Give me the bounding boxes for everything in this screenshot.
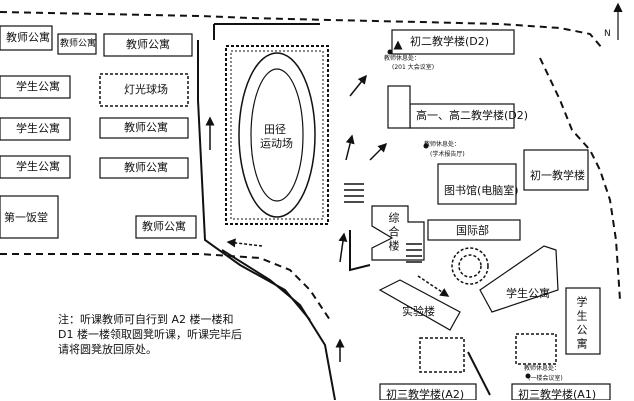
bldg-grade7-wing xyxy=(523,149,589,191)
bldg-d2-senior xyxy=(409,103,515,129)
arrow-3 xyxy=(349,74,367,97)
label-student-apt-2: 学生公寓 xyxy=(16,122,60,135)
bldg-teacher-apt-4 xyxy=(99,157,189,179)
bldg-international xyxy=(427,219,521,241)
bldg-teacher-apt-small xyxy=(57,33,97,55)
label-d2-senior: 高一、高二教学楼(D2) xyxy=(416,109,529,122)
label-international: 国际部 xyxy=(456,224,489,237)
road-line-b xyxy=(221,249,336,400)
label-light-court: 灯光球场 xyxy=(124,83,168,96)
bldg-student-apt-2 xyxy=(0,117,71,141)
bldg-student-apt-4 xyxy=(479,245,559,313)
bldg-d2-grade8 xyxy=(391,29,515,55)
arrow-5 xyxy=(369,142,388,161)
label-student-apt-3: 学生公寓 xyxy=(16,160,60,173)
sports-track xyxy=(225,45,329,225)
bldg-teacher-apt-1 xyxy=(0,25,53,51)
bldg-student-apt-1 xyxy=(0,75,71,99)
rest-point-2-room: (学术报告厅) xyxy=(430,151,465,158)
road-line-c xyxy=(349,230,371,272)
fountain xyxy=(451,247,489,285)
label-teacher-apt-2: 教师公寓 xyxy=(126,38,170,51)
dashed-court-2 xyxy=(515,333,557,365)
bldg-grade9-a2 xyxy=(379,383,477,400)
label-grade7: 初一教学楼 xyxy=(530,169,585,182)
arrow-4 xyxy=(345,134,355,161)
label-a1: 初三教学楼(A1) xyxy=(518,388,597,401)
bldg-teacher-apt-3 xyxy=(99,117,189,139)
bldg-lab xyxy=(378,279,461,331)
label-teacher-apt-4: 教师公寓 xyxy=(124,161,168,174)
rest-point-3-room: (一楼会议室) xyxy=(528,375,563,382)
bldg-comprehensive xyxy=(371,205,425,261)
rest-point-1-title: 教师休息处： xyxy=(384,55,421,62)
road-line-e xyxy=(213,23,320,40)
label-lab: 实验楼 xyxy=(402,305,435,318)
label-student-apt-vertical: 学生公寓 xyxy=(575,296,588,352)
label-comprehensive: 综合楼 xyxy=(387,212,400,254)
rest-point-1-room: (201 大会议室) xyxy=(392,64,435,71)
label-track-line1: 田径 xyxy=(264,123,286,136)
arrow-6 xyxy=(338,232,348,263)
bldg-d2-wing xyxy=(387,85,411,129)
label-student-apt-4: 学生公寓 xyxy=(506,287,550,300)
bldg-a1 xyxy=(511,383,611,400)
campus-boundary-top xyxy=(0,11,603,49)
label-track-line2: 运动场 xyxy=(260,137,293,150)
arrow-2 xyxy=(226,238,263,248)
compass-icon xyxy=(613,2,623,40)
label-teacher-apt-3: 教师公寓 xyxy=(124,121,168,134)
bldg-student-apt-vertical xyxy=(565,287,601,355)
label-library: 图书馆(电脑室) xyxy=(444,184,519,197)
label-d2-grade8: 初二教学楼(D2) xyxy=(410,35,490,48)
bldg-library xyxy=(437,163,517,205)
label-teacher-apt-1: 教师公寓 xyxy=(6,31,50,44)
bldg-teacher-apt-2 xyxy=(103,33,193,57)
label-grade9-a2: 初三教学楼(A2) xyxy=(386,388,465,401)
label-student-apt-1: 学生公寓 xyxy=(16,80,60,93)
map-note: 注：听课教师可自行到 A2 楼一楼和 D1 楼一楼领取圆凳听课，听课完毕后请将圆… xyxy=(58,313,242,356)
label-canteen-1: 第一饭堂 xyxy=(4,211,48,224)
compass-letter: N xyxy=(604,29,611,39)
rest-point-3-title: 教师休息处： xyxy=(524,365,561,372)
bldg-canteen-1 xyxy=(0,195,59,239)
dashed-court-1 xyxy=(419,337,465,373)
road-line-d xyxy=(467,351,491,396)
campus-boundary-bottom-left xyxy=(0,253,331,321)
label-teacher-apt-small: 教师公寓 xyxy=(60,39,97,49)
bldg-teacher-apt-5 xyxy=(135,215,197,239)
bldg-student-apt-3 xyxy=(0,155,71,179)
arrow-7 xyxy=(417,275,450,297)
label-teacher-apt-5: 教师公寓 xyxy=(142,220,186,233)
rest-point-2-title: 教师休息处： xyxy=(424,141,461,148)
campus-boundary-right xyxy=(539,57,621,301)
